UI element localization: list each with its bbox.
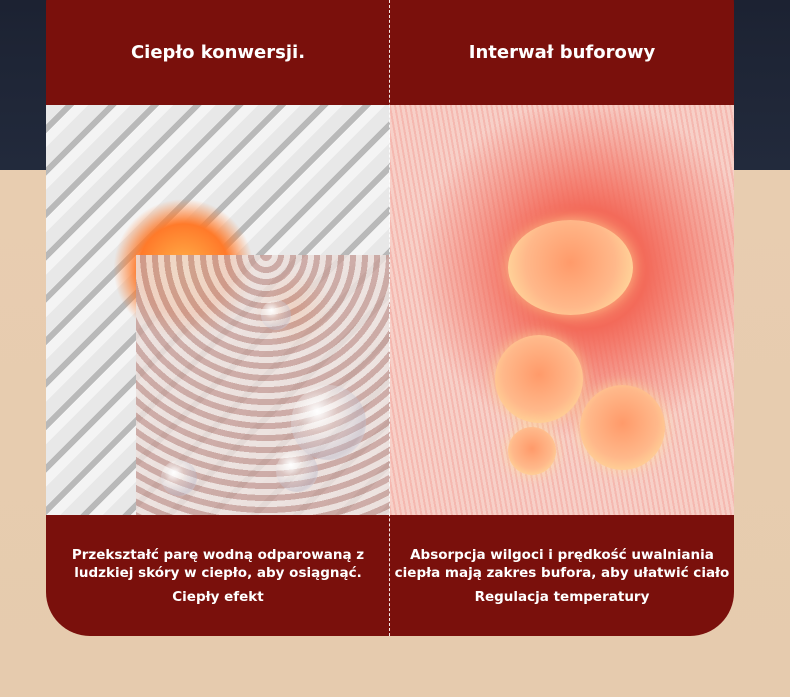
- water-droplet: [261, 300, 291, 330]
- panel-description: Absorpcja wilgoci i prędkość uwalniania …: [390, 515, 734, 636]
- panel-description: Przekształć parę wodną odparowaną z ludz…: [46, 515, 390, 636]
- description-line: ludzkiej skóry w ciepło, aby osiągnąć.: [74, 565, 362, 581]
- fiber-heat-illustration: [46, 105, 390, 515]
- heat-bubble: [495, 335, 583, 423]
- fiber-bubbles-illustration: [390, 105, 734, 515]
- description-line: ciepła mają zakres bufora, aby ułatwić c…: [394, 565, 730, 581]
- water-droplet: [291, 385, 366, 460]
- panel-title: Interwał buforowy: [468, 42, 656, 63]
- water-droplet: [276, 450, 318, 492]
- panel-subtitle: Ciepły efekt: [172, 589, 264, 605]
- heat-conversion-panel: Ciepło konwersji. Przekształć parę wodną…: [46, 0, 390, 636]
- heat-bubble: [508, 220, 633, 315]
- dashed-divider: [389, 0, 390, 636]
- panel-title: Ciepło konwersji.: [130, 42, 306, 63]
- panel-subtitle: Regulacja temperatury: [474, 589, 650, 605]
- description-line: Absorpcja wilgoci i prędkość uwalniania: [410, 547, 714, 563]
- heat-bubble: [508, 427, 556, 475]
- water-droplet: [161, 460, 197, 496]
- buffer-interval-panel: Interwał buforowy Absorpcja wilgoci i pr…: [390, 0, 734, 636]
- comparison-card: Ciepło konwersji. Przekształć parę wodną…: [46, 0, 734, 636]
- description-line: Przekształć parę wodną odparowaną z: [71, 547, 365, 563]
- heat-bubble: [580, 385, 665, 470]
